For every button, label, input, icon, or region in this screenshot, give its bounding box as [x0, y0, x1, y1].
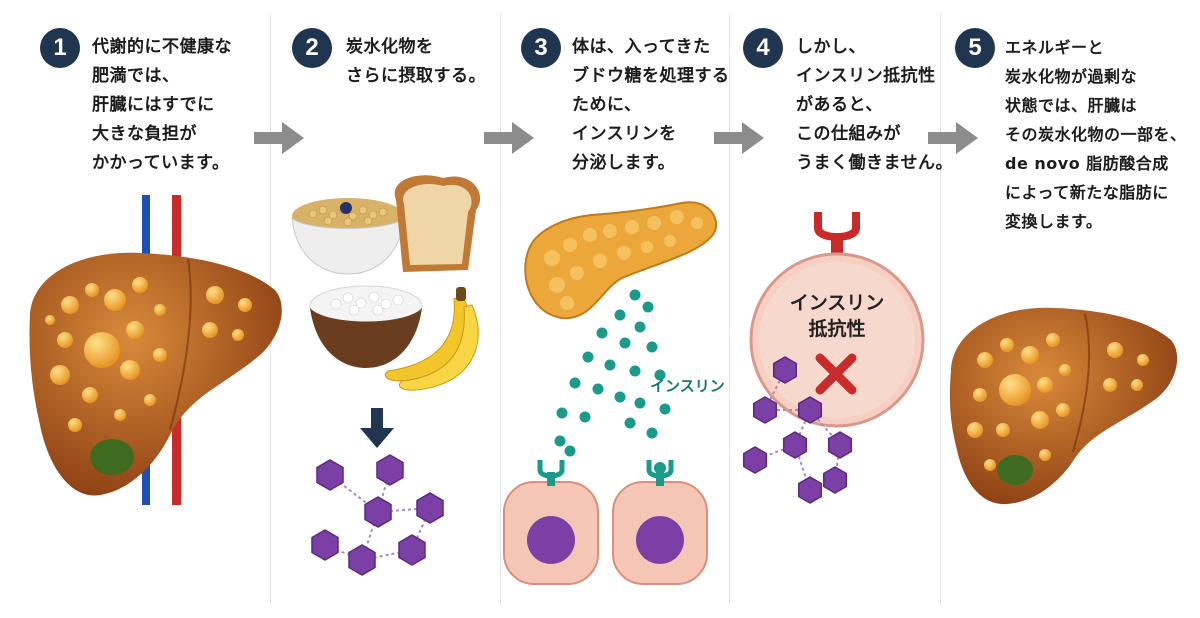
step-4-line: うまく働きません。 [796, 153, 953, 173]
down-arrow-icon [360, 408, 394, 448]
step-2-line: さらに摂取する。 [346, 66, 486, 86]
insulin-dot [614, 391, 626, 403]
flow-arrow-3-icon [714, 122, 764, 154]
step-4-line: しかし、 [796, 37, 866, 57]
step-2-text: 炭水化物を さらに摂取する。 [346, 33, 486, 91]
insulin-molecules-icon [554, 289, 671, 457]
insulin-dot [614, 309, 626, 321]
step-1-line: 大きな負担が [92, 124, 197, 144]
bread-icon [394, 175, 481, 272]
flow-arrow-2-icon [484, 122, 534, 154]
insulin-dot [619, 337, 631, 349]
glucose-hexagon [348, 544, 376, 576]
panel-divider-3 [729, 14, 730, 604]
step-1-line: 肝臓にはすでに [92, 95, 215, 115]
insulin-label: インスリン [650, 377, 725, 395]
step-5-line: 変換します。 [1005, 212, 1103, 231]
glucose-molecules-icon [311, 454, 444, 576]
panel-divider-2 [500, 14, 501, 604]
step-5-line: de novo 脂肪酸合成 [1005, 154, 1169, 173]
glucose-hexagon [416, 492, 444, 524]
glucose-hexagon [742, 446, 768, 474]
step-3-line: ブドウ糖を処理する [572, 66, 730, 86]
step-1-line: 代謝的に不健康な [92, 37, 232, 57]
glucose-hexagon [316, 459, 344, 491]
glucose-hexagon [311, 529, 339, 561]
glucose-hexagon [822, 466, 848, 494]
insulin-dot [569, 377, 581, 389]
cell-left-icon [503, 460, 599, 585]
oatmeal-bowl-icon [291, 198, 405, 275]
flow-arrow-1-icon [254, 122, 304, 154]
step-5-line: 状態では、肝臓は [1005, 96, 1138, 115]
glucose-hexagon [797, 476, 823, 504]
step-1-line: かかっています。 [92, 153, 230, 173]
insulin-dot [634, 397, 646, 409]
glucose-hexagon [797, 396, 823, 424]
step-5-line: エネルギーと [1005, 38, 1105, 57]
insulin-dot [646, 341, 658, 353]
insulin-resistance-label: インスリン 抵抗性 [787, 290, 887, 342]
step-5-line: その炭水化物の一部を、 [1005, 125, 1187, 144]
step-5-line: によって新たな脂肪に [1005, 183, 1169, 202]
glucose-hexagon [827, 431, 853, 459]
insulin-dot [596, 327, 608, 339]
insulin-dot [654, 369, 666, 381]
banana-icon [384, 287, 479, 391]
step-5-line: 炭水化物が過剰な [1005, 67, 1138, 86]
insulin-dot [592, 383, 604, 395]
step-5-text: エネルギーと 炭水化物が過剰な 状態では、肝臓は その炭水化物の一部を、 de … [1005, 33, 1187, 236]
insulin-dot [624, 417, 636, 429]
insulin-dot [659, 403, 671, 415]
cell-right-icon [612, 460, 708, 585]
step-4-line: この仕組みが [796, 124, 901, 144]
step-4-line: インスリン抵抗性 [796, 66, 936, 86]
step-5-number: 5 [955, 28, 995, 68]
step-3-line: ために、 [572, 95, 642, 115]
step-2-number: 2 [292, 28, 332, 68]
step-3-line: 分泌します。 [572, 153, 676, 173]
glucose-molecules-icon [742, 356, 853, 504]
insulin-dot [554, 435, 566, 447]
insulin-dot [582, 351, 594, 363]
insulin-dot [564, 445, 576, 457]
insulin-dot [629, 365, 641, 377]
step-1-number: 1 [40, 28, 80, 68]
glucose-hexagon [376, 454, 404, 486]
step-3-line: 体は、入ってきた [572, 37, 711, 57]
insulin-dot [642, 301, 654, 313]
insulin-resistance-line: インスリン [789, 292, 885, 314]
insulin-dot [634, 321, 646, 333]
flow-arrow-4-icon [928, 122, 978, 154]
step-3-line: インスリンを [572, 124, 677, 144]
glucose-hexagon [752, 396, 778, 424]
insulin-dot [646, 427, 658, 439]
step-3-text: 体は、入ってきた ブドウ糖を処理する ために、 インスリンを 分泌します。 [572, 33, 730, 178]
insulin-dot [604, 359, 616, 371]
step-4-line: があると、 [796, 95, 883, 115]
step-1-text: 代謝的に不健康な 肥満では、 肝臓にはすでに 大きな負担が かかっています。 [92, 33, 232, 178]
insulin-dot [556, 407, 568, 419]
glucose-hexagon [772, 356, 798, 384]
rice-bowl-icon [309, 285, 423, 368]
fatty-liver-result-icon [949, 307, 1178, 505]
glucose-hexagon [364, 496, 392, 528]
panel-divider-4 [940, 14, 941, 604]
glucose-hexagon [782, 431, 808, 459]
step-4-number: 4 [743, 28, 783, 68]
step-4-text: しかし、 インスリン抵抗性 があると、 この仕組みが うまく働きません。 [796, 33, 953, 178]
step-3-number: 3 [521, 28, 561, 68]
glucose-hexagon [398, 534, 426, 566]
step-2-line: 炭水化物を [346, 37, 434, 57]
insulin-resistance-line: 抵抗性 [808, 318, 866, 340]
insulin-dot [579, 411, 591, 423]
fatty-liver-icon [29, 195, 282, 505]
resistant-cell-icon [749, 212, 925, 428]
step-1-line: 肥満では、 [92, 66, 180, 86]
insulin-dot [629, 289, 641, 301]
pancreas-icon [524, 201, 718, 320]
